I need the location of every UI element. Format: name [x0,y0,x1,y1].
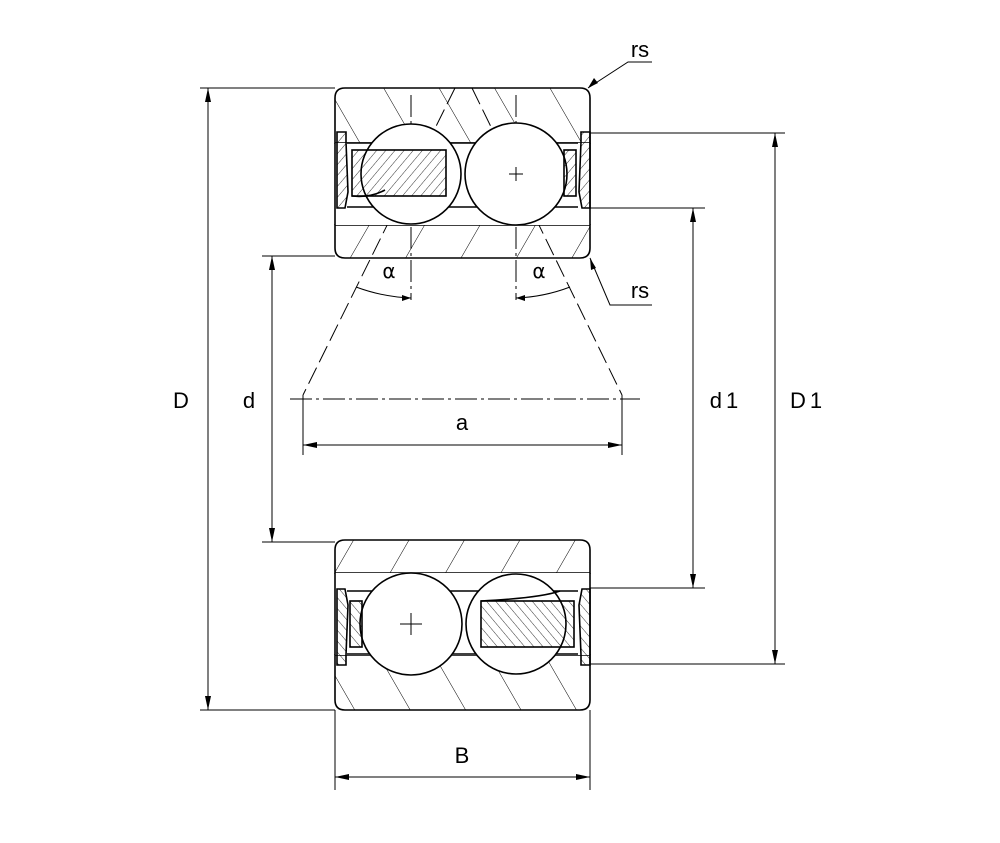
label-B: B [455,743,470,768]
label-alpha-left: α [382,259,395,283]
label-D: D [173,388,189,413]
inner-ring-bottom [334,539,591,574]
arrowheads [205,88,778,780]
cage-top-right-edge [563,149,577,197]
rs-arrowheads [588,78,598,270]
label-a: a [456,410,469,435]
cage-top [351,149,447,197]
rs-leaders [587,61,652,306]
shield-top-right [578,131,591,209]
shield-bottom-right [578,588,591,666]
ball-center-cross [400,613,422,635]
alpha-arrowheads [402,295,525,301]
dimension-lines [207,88,776,778]
label-rs-middle: rs [631,278,649,303]
extension-lines [200,87,785,790]
cage-bottom [480,600,575,648]
label-d: d [243,388,255,413]
cage-bottom-left-edge [349,600,363,648]
label-d1: d1 [710,388,742,413]
outer-ring-bottom [334,654,591,711]
inner-ring-top [334,224,591,259]
label-alpha-right: α [532,259,545,283]
bearing-bottom-section [334,539,591,711]
shield-top-left [336,131,349,209]
label-rs-top: rs [631,37,649,62]
shield-bottom-left [336,588,349,666]
outer-ring-top [334,87,591,144]
bearing-top-section [334,87,591,259]
label-D1: D1 [790,388,826,413]
ball-center-cross [509,167,523,181]
